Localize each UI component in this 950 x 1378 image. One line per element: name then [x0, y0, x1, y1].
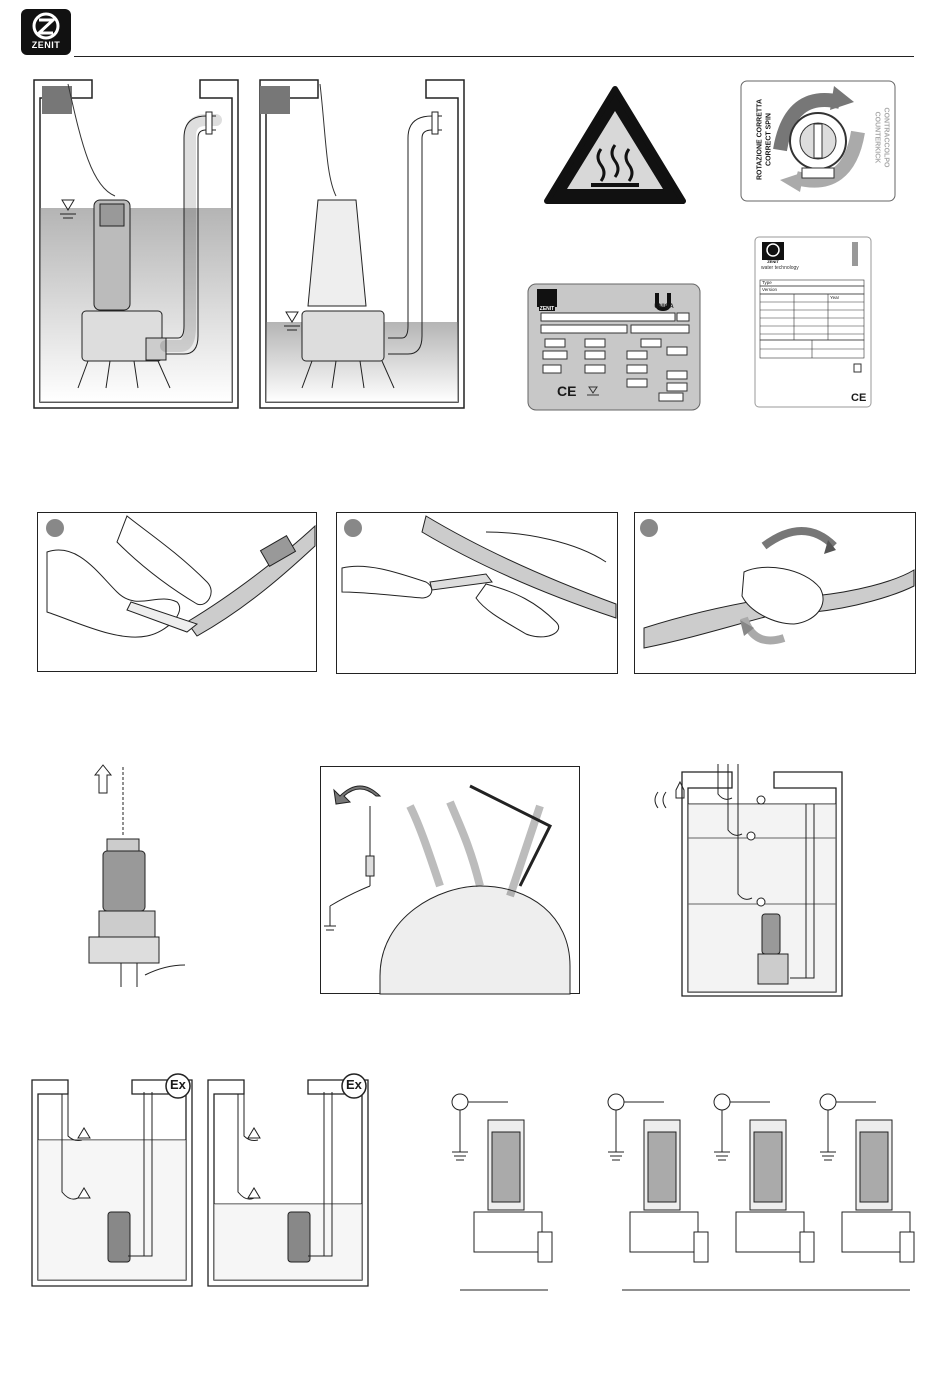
spin-counter-it: CONTRACCOLPO [883, 68, 890, 208]
spin-correct-it: ROTAZIONE CORRETTA [757, 70, 764, 210]
certificate-ce: CE [851, 392, 866, 404]
nameplate-brand: ZENIT [535, 306, 559, 312]
pump-section-ground-4 [816, 1092, 916, 1296]
grounding-connection-diagram [320, 766, 580, 994]
pump-section-ground-1 [448, 1092, 556, 1296]
spin-correct-en: CORRECT SPIN [766, 70, 773, 210]
cable-step-1-panel [37, 512, 317, 672]
ex-sump-float-diagram-2 [204, 1072, 372, 1290]
hot-surface-warning-icon [543, 85, 687, 205]
float-switch-levels-diagram [640, 764, 840, 998]
cable-step-2-panel [336, 512, 618, 674]
nameplate-series: UNIQA [650, 304, 678, 310]
cable-step-3-panel [634, 512, 916, 674]
certificate-type: Type [762, 280, 772, 285]
nameplate-ce: CE [557, 383, 576, 399]
header-rule [74, 56, 914, 57]
pump-section-ground-3 [710, 1092, 818, 1296]
certificate-brand: ZENIT [762, 259, 784, 264]
ex-sump-float-diagram-1 [28, 1072, 196, 1290]
brand-name: ZENIT [22, 40, 70, 50]
sump-diagram-low-level [256, 76, 468, 412]
pump-lifting-diagram [85, 765, 185, 995]
ex-mark-2: Ex [346, 1077, 362, 1092]
ex-mark-1: Ex [170, 1077, 186, 1092]
sump-diagram-submerged [30, 76, 242, 412]
certificate-year: Year [830, 295, 839, 300]
certificate-tagline: water technology [761, 265, 799, 271]
certificate-version: Version [762, 287, 777, 292]
spin-counter-en: COUNTERKICK [874, 68, 881, 208]
pump-section-ground-2 [604, 1092, 712, 1296]
nameplate-uniqa [527, 283, 701, 411]
